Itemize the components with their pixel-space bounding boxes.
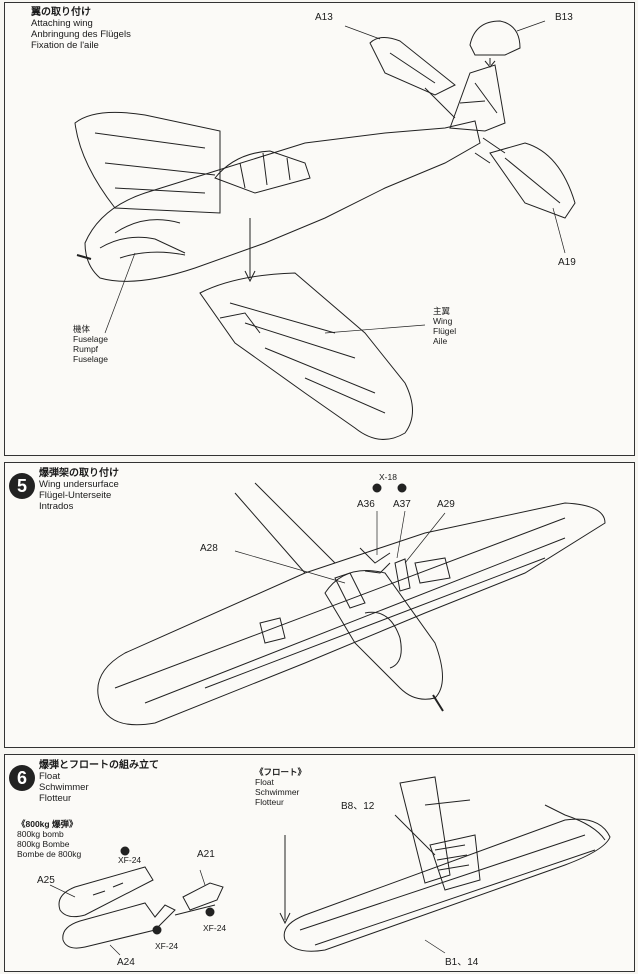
part-label-a25: A25 [37,875,55,886]
part-label-xf24-top: XF-24 [118,855,142,865]
step-4-drawing [74,20,576,440]
wing-label: 主翼 Wing Flügel Aile [433,306,457,346]
float-section-label: 《フロート》 Float Schwimmer Flotteur [255,767,307,807]
part-label-x18: X-18 [379,472,397,482]
part-label-a21: A21 [197,849,215,860]
step-5-panel: 5 爆弾架の取り付け Wing undersurface Flügel-Unte… [4,462,635,748]
part-label-xf24-bottom: XF-24 [155,941,179,951]
step-4-header: 翼の取り付け Attaching wing Anbringung des Flü… [31,7,131,51]
part-label-a19: A19 [558,257,576,268]
step-4-panel: 翼の取り付け Attaching wing Anbringung des Flü… [4,2,635,456]
step-6-drawing [49,776,611,956]
fuselage-label: 機体 Fuselage Rumpf Fuselage [73,324,108,364]
part-label-b8-12: B8、12 [341,801,375,812]
part-label-a24: A24 [117,957,135,968]
part-label-b1-14: B1、14 [445,957,479,968]
part-label-a13: A13 [315,12,333,23]
part-label-a37: A37 [393,499,411,510]
step-5-header: 爆弾架の取り付け Wing undersurface Flügel-Unters… [39,468,119,512]
part-label-b13: B13 [555,12,573,23]
step-6-panel: 6 爆弾とフロートの組み立て Float Schwimmer Flotteur … [4,754,635,972]
part-label-xf24-right: XF-24 [203,923,227,933]
step-number-5: 5 [9,473,35,499]
step-6-header: 爆弾とフロートの組み立て Float Schwimmer Flotteur [39,760,159,804]
step-number-6: 6 [9,765,35,791]
part-label-a28: A28 [200,543,218,554]
part-label-a36: A36 [357,499,375,510]
part-label-a29: A29 [437,499,455,510]
step-5-drawing [97,482,606,726]
bomb-section-label: 《800kg 爆弾》 800kg bomb 800kg Bombe Bombe … [17,819,82,859]
